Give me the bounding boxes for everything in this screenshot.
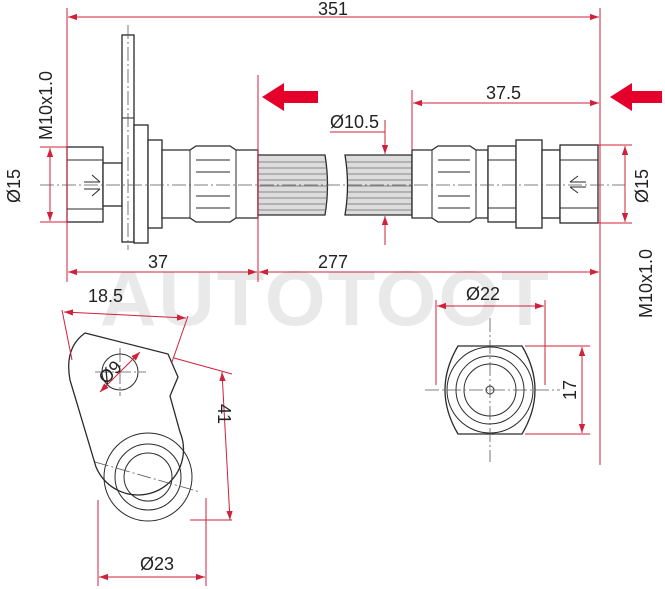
bracket-eye-ring — [114, 443, 182, 511]
dim-fitting-diameter-label: Ø22 — [466, 284, 500, 304]
right-hex-body — [487, 145, 517, 223]
bracket-outline — [68, 332, 185, 496]
dim-right-end-label: 37.5 — [486, 83, 521, 103]
left-flow-arrow — [262, 83, 318, 111]
bracket-eye-inner — [123, 452, 173, 502]
left-nut — [66, 146, 104, 223]
dim-right-diameter-label: Ø15 — [632, 169, 652, 203]
dim-hose-label: 277 — [318, 252, 348, 272]
hose-side-view — [40, 25, 625, 250]
right-ferrule — [411, 145, 489, 223]
dim-bracket-length-label: 41 — [214, 404, 234, 424]
dim-bracket-width-label: 18.5 — [88, 286, 123, 306]
dim-bracket-eye-label: Ø23 — [140, 554, 174, 574]
dim-bracket-width-line — [63, 309, 187, 321]
bracket-detail — [68, 332, 201, 522]
left-ferrule — [161, 145, 259, 223]
dim-right-thread-label: M10x1.0 — [636, 249, 656, 318]
dim-hose-diameter-label: Ø10.5 — [330, 112, 379, 132]
dim-left-thread-label: M10x1.0 — [36, 71, 56, 140]
dim-overall-label: 351 — [318, 0, 348, 19]
dim-left-diameter-label: Ø15 — [4, 169, 24, 203]
fitting-end-view — [425, 318, 560, 462]
watermark-text: AUTOTOOT — [100, 254, 551, 342]
dim-left-end-label: 37 — [148, 252, 168, 272]
dim-fitting-flat-label: 17 — [560, 380, 580, 400]
right-nut — [559, 144, 599, 224]
bracket-eye-outer — [103, 432, 193, 522]
dim-bracket-length-line — [219, 371, 233, 521]
right-flow-arrow — [610, 83, 662, 111]
